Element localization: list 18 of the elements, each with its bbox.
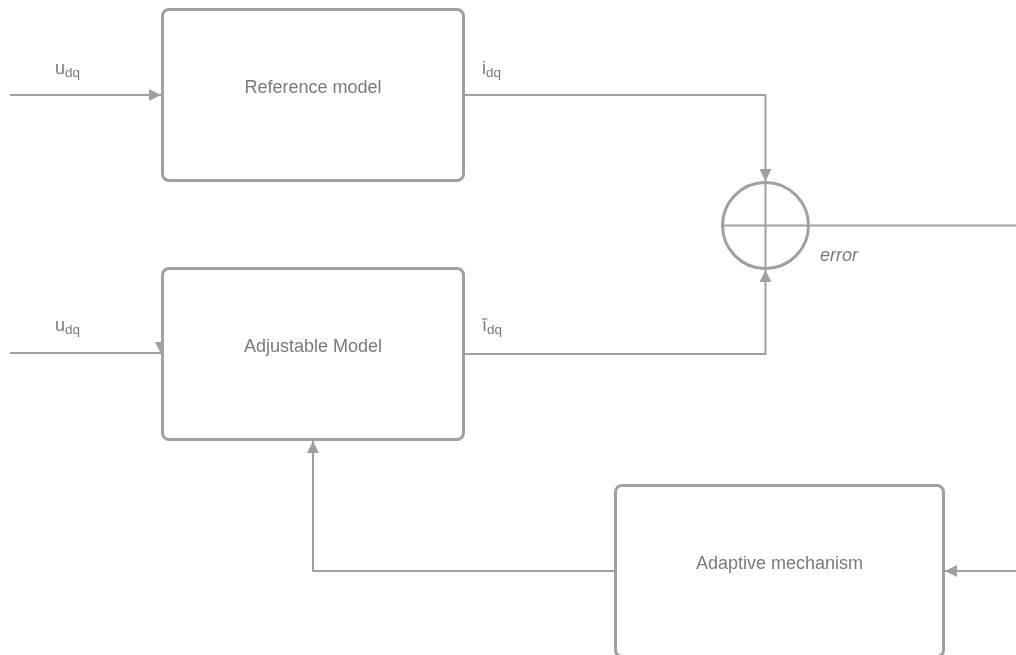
edge-label: error — [820, 244, 858, 267]
process-box — [614, 484, 945, 655]
connector-line — [809, 224, 1016, 227]
arrow — [9, 89, 162, 101]
process-box — [161, 8, 465, 182]
arrow — [464, 269, 772, 355]
edge-label: u$_{dq}$ — [55, 314, 81, 339]
edge-label: i$_{dq}$ — [482, 57, 502, 82]
arrow — [464, 94, 772, 182]
process-box — [161, 267, 465, 441]
arrow — [307, 440, 615, 572]
edge-label: î$_{dq}$ — [482, 314, 503, 339]
arrow — [944, 565, 1016, 577]
summing-junction — [721, 181, 810, 270]
edge-label: u$_{dq}$ — [55, 57, 81, 82]
box-label: Adjustable Model — [243, 334, 383, 358]
box-label: Reference model — [244, 75, 382, 99]
box-label: Adaptive mechanism — [695, 551, 864, 575]
